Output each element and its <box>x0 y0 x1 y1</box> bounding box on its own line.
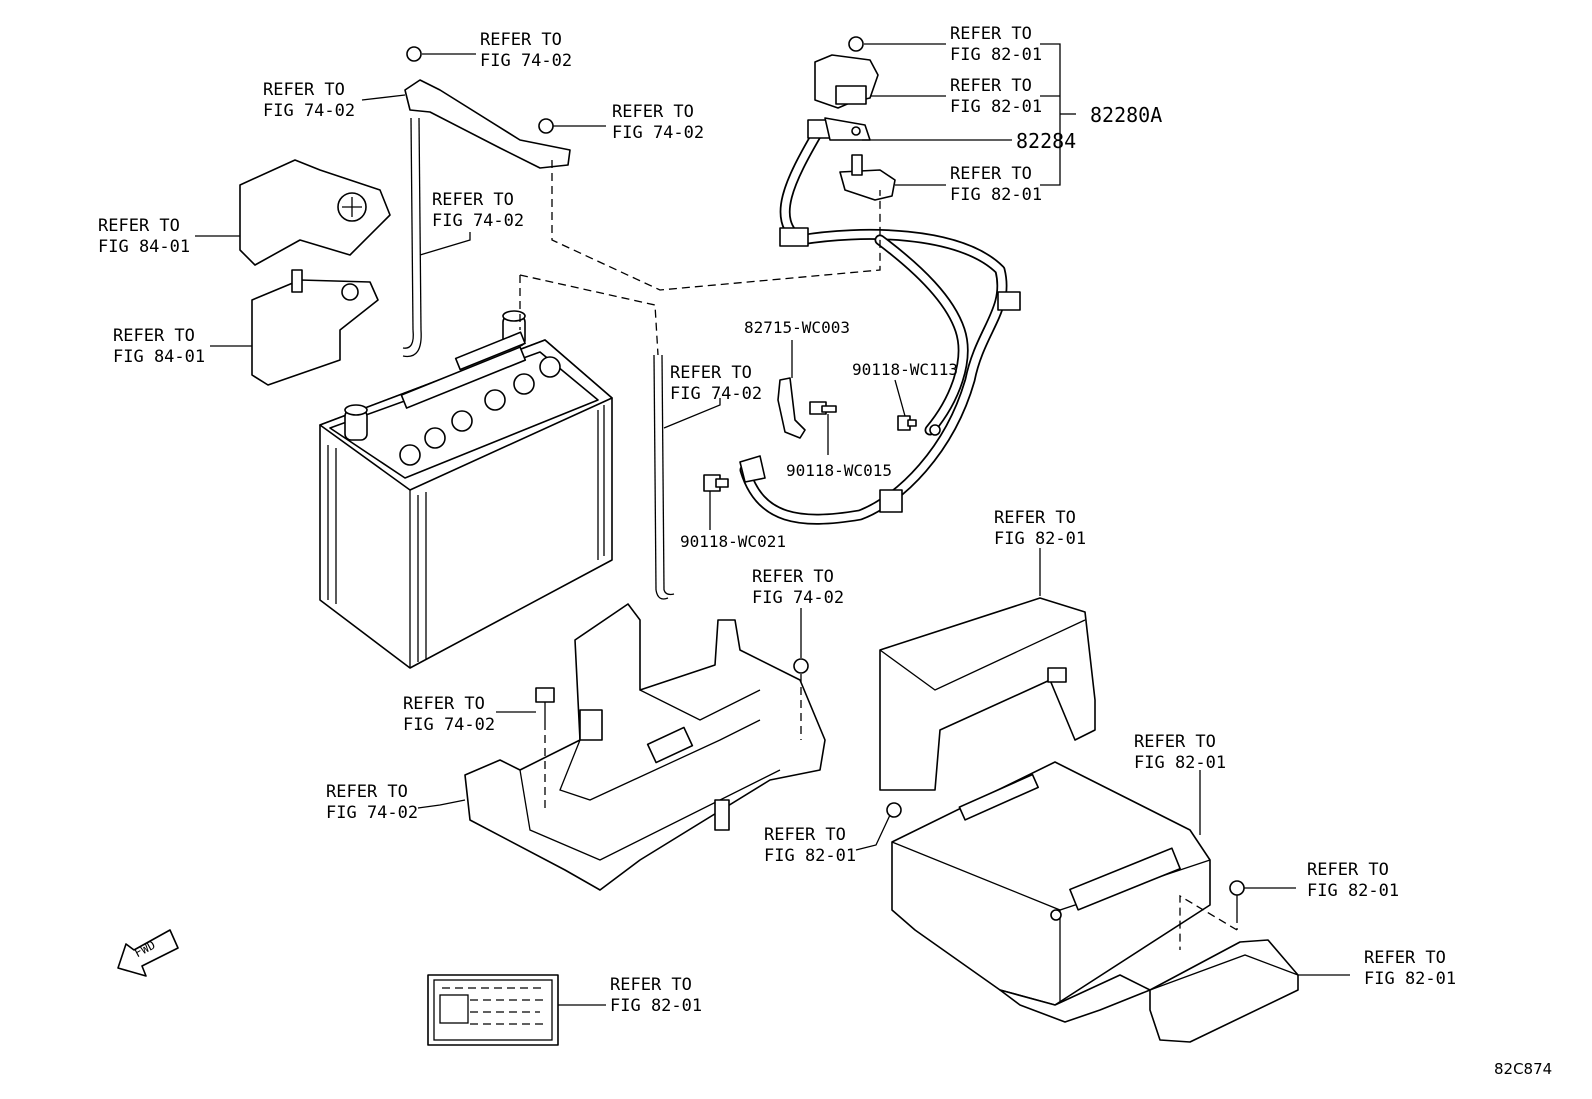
nut-icon <box>886 802 902 818</box>
part-number-82284: 82284 <box>1016 129 1077 153</box>
negative-terminal-cover <box>814 54 879 109</box>
callout-line: REFER TO <box>326 782 408 802</box>
ecu-bracket-base <box>999 974 1151 1023</box>
callout-line: REFER TO <box>113 326 195 346</box>
callout-line: FIG 82-01 <box>1134 753 1227 773</box>
callout-line: REFER TO <box>752 567 834 587</box>
callout-line: FIG 74-02 <box>670 384 763 404</box>
fwd-arrow-icon <box>117 929 179 977</box>
battery-insulator-cover <box>879 597 1096 791</box>
callout-line: REFER TO <box>403 694 485 714</box>
tray-nut-icon <box>793 658 809 674</box>
clamp-rod-left <box>402 117 422 358</box>
positive-terminal-cover <box>239 159 391 266</box>
leader-lines <box>195 43 1350 1006</box>
bolt-90118-wc113 <box>897 415 917 431</box>
battery-tray <box>464 603 826 891</box>
callout-line: FIG 82-01 <box>950 97 1043 117</box>
bolt-90118-wc015 <box>809 401 837 415</box>
callout-line: REFER TO <box>612 102 694 122</box>
callout-line: FIG 74-02 <box>263 101 356 121</box>
part-number-90118-wc113: 90118-WC113 <box>852 360 958 379</box>
callout-line: REFER TO <box>670 363 752 383</box>
clip-icon <box>1229 880 1245 915</box>
part-number-82280a: 82280A <box>1090 103 1163 127</box>
callout-line: REFER TO <box>764 825 846 845</box>
positive-terminal-clamp <box>251 269 379 386</box>
battery-vent-caps <box>399 356 561 466</box>
negative-terminal-clamp <box>839 154 896 201</box>
clamp-rod-right <box>653 354 675 600</box>
side-pad <box>1149 939 1299 1043</box>
callout-line: FIG 74-02 <box>480 51 573 71</box>
callout-line: FIG 74-02 <box>432 211 525 231</box>
callout-line: REFER TO <box>950 24 1032 44</box>
tray-bolt-icon <box>535 687 555 722</box>
callout-line: REFER TO <box>263 80 345 100</box>
negative-cable-assembly <box>739 117 1021 525</box>
diagram-code: 82C874 <box>1494 1060 1553 1078</box>
callout-line: FIG 82-01 <box>1307 881 1400 901</box>
cable-bracket <box>777 377 806 439</box>
callout-line: FIG 74-02 <box>326 803 419 823</box>
callout-line: FIG 82-01 <box>1364 969 1457 989</box>
bolt-90118-wc021 <box>703 474 729 492</box>
callout-line: FIG 82-01 <box>950 185 1043 205</box>
callout-line: REFER TO <box>1134 732 1216 752</box>
callout-line: FIG 82-01 <box>610 996 703 1016</box>
ecu-box <box>891 761 1211 1006</box>
callout-line: REFER TO <box>1364 948 1446 968</box>
callout-line: REFER TO <box>1307 860 1389 880</box>
callout-line: REFER TO <box>480 30 562 50</box>
callout-line: FIG 84-01 <box>113 347 206 367</box>
callout-line: FIG 82-01 <box>994 529 1087 549</box>
part-number-90118-wc021: 90118-WC021 <box>680 532 786 551</box>
callout-line: REFER TO <box>994 508 1076 528</box>
callout-line: FIG 84-01 <box>98 237 191 257</box>
callout-line: FIG 82-01 <box>764 846 857 866</box>
battery-hold-down-clamp <box>404 46 571 169</box>
callout-line: REFER TO <box>610 975 692 995</box>
dashed-guides <box>519 160 1238 950</box>
callout-line: FIG 82-01 <box>950 45 1043 65</box>
callout-line: REFER TO <box>432 190 514 210</box>
battery <box>319 310 613 669</box>
callout-line: REFER TO <box>950 76 1032 96</box>
part-number-82715: 82715-WC003 <box>744 318 850 337</box>
terminal-nut-icon <box>848 36 864 52</box>
callout-line: FIG 74-02 <box>403 715 496 735</box>
caution-label <box>427 974 559 1046</box>
callout-line: REFER TO <box>98 216 180 236</box>
callout-line: FIG 74-02 <box>612 123 705 143</box>
callout-line: REFER TO <box>950 164 1032 184</box>
callout-line: FIG 74-02 <box>752 588 845 608</box>
part-number-90118-wc015: 90118-WC015 <box>786 461 892 480</box>
